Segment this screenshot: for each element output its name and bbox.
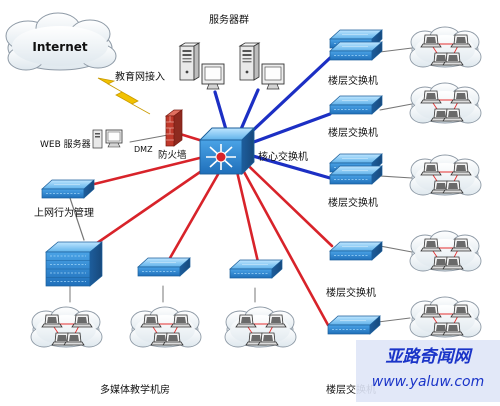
server-group-label: 服务器群 (209, 13, 249, 26)
floor-switch-1 (329, 29, 383, 61)
floor-switch-label-2: 楼层交换机 (328, 126, 378, 139)
watermark-url: www.yaluw.com (372, 374, 484, 390)
floor-switch-5 (327, 315, 381, 335)
floor-switch-2 (329, 95, 383, 115)
lightning-bolt-icon (97, 77, 151, 115)
floor-switch-3 (329, 153, 383, 185)
core-switch-label: 核心交换机 (258, 150, 308, 163)
web-server-label: WEB 服务器 (40, 138, 91, 150)
watermark-logo: 亚路奇闻网 www.yaluw.com (356, 340, 500, 402)
floor-switch-label-3: 楼层交换机 (328, 196, 378, 209)
web-server (92, 129, 123, 149)
internet-label: Internet (32, 40, 87, 54)
behavior-management-device (41, 179, 95, 199)
floor-switch-label-1: 楼层交换机 (328, 74, 378, 87)
network-links (68, 47, 413, 327)
internet-cloud: Internet (5, 12, 117, 71)
core-switch (198, 126, 256, 176)
edu-access-label: 教育网接入 (115, 70, 165, 83)
firewall-label: 防火墙 (158, 149, 187, 161)
floor-switch-4 (329, 241, 383, 261)
multimedia-lan-clouds (31, 307, 296, 347)
floor-lan-clouds (410, 27, 481, 337)
firewall-icon (164, 109, 184, 147)
dmz-label: DMZ (134, 145, 153, 154)
multimedia-access-switches (45, 241, 283, 287)
floor-switch-label-4: 楼层交换机 (326, 286, 376, 299)
watermark-title: 亚路奇闻网 (386, 347, 474, 367)
server-group (179, 42, 285, 90)
multimedia-label: 多媒体教学机房 (100, 383, 170, 396)
behavior-mgmt-label: 上网行为管理 (34, 206, 94, 219)
